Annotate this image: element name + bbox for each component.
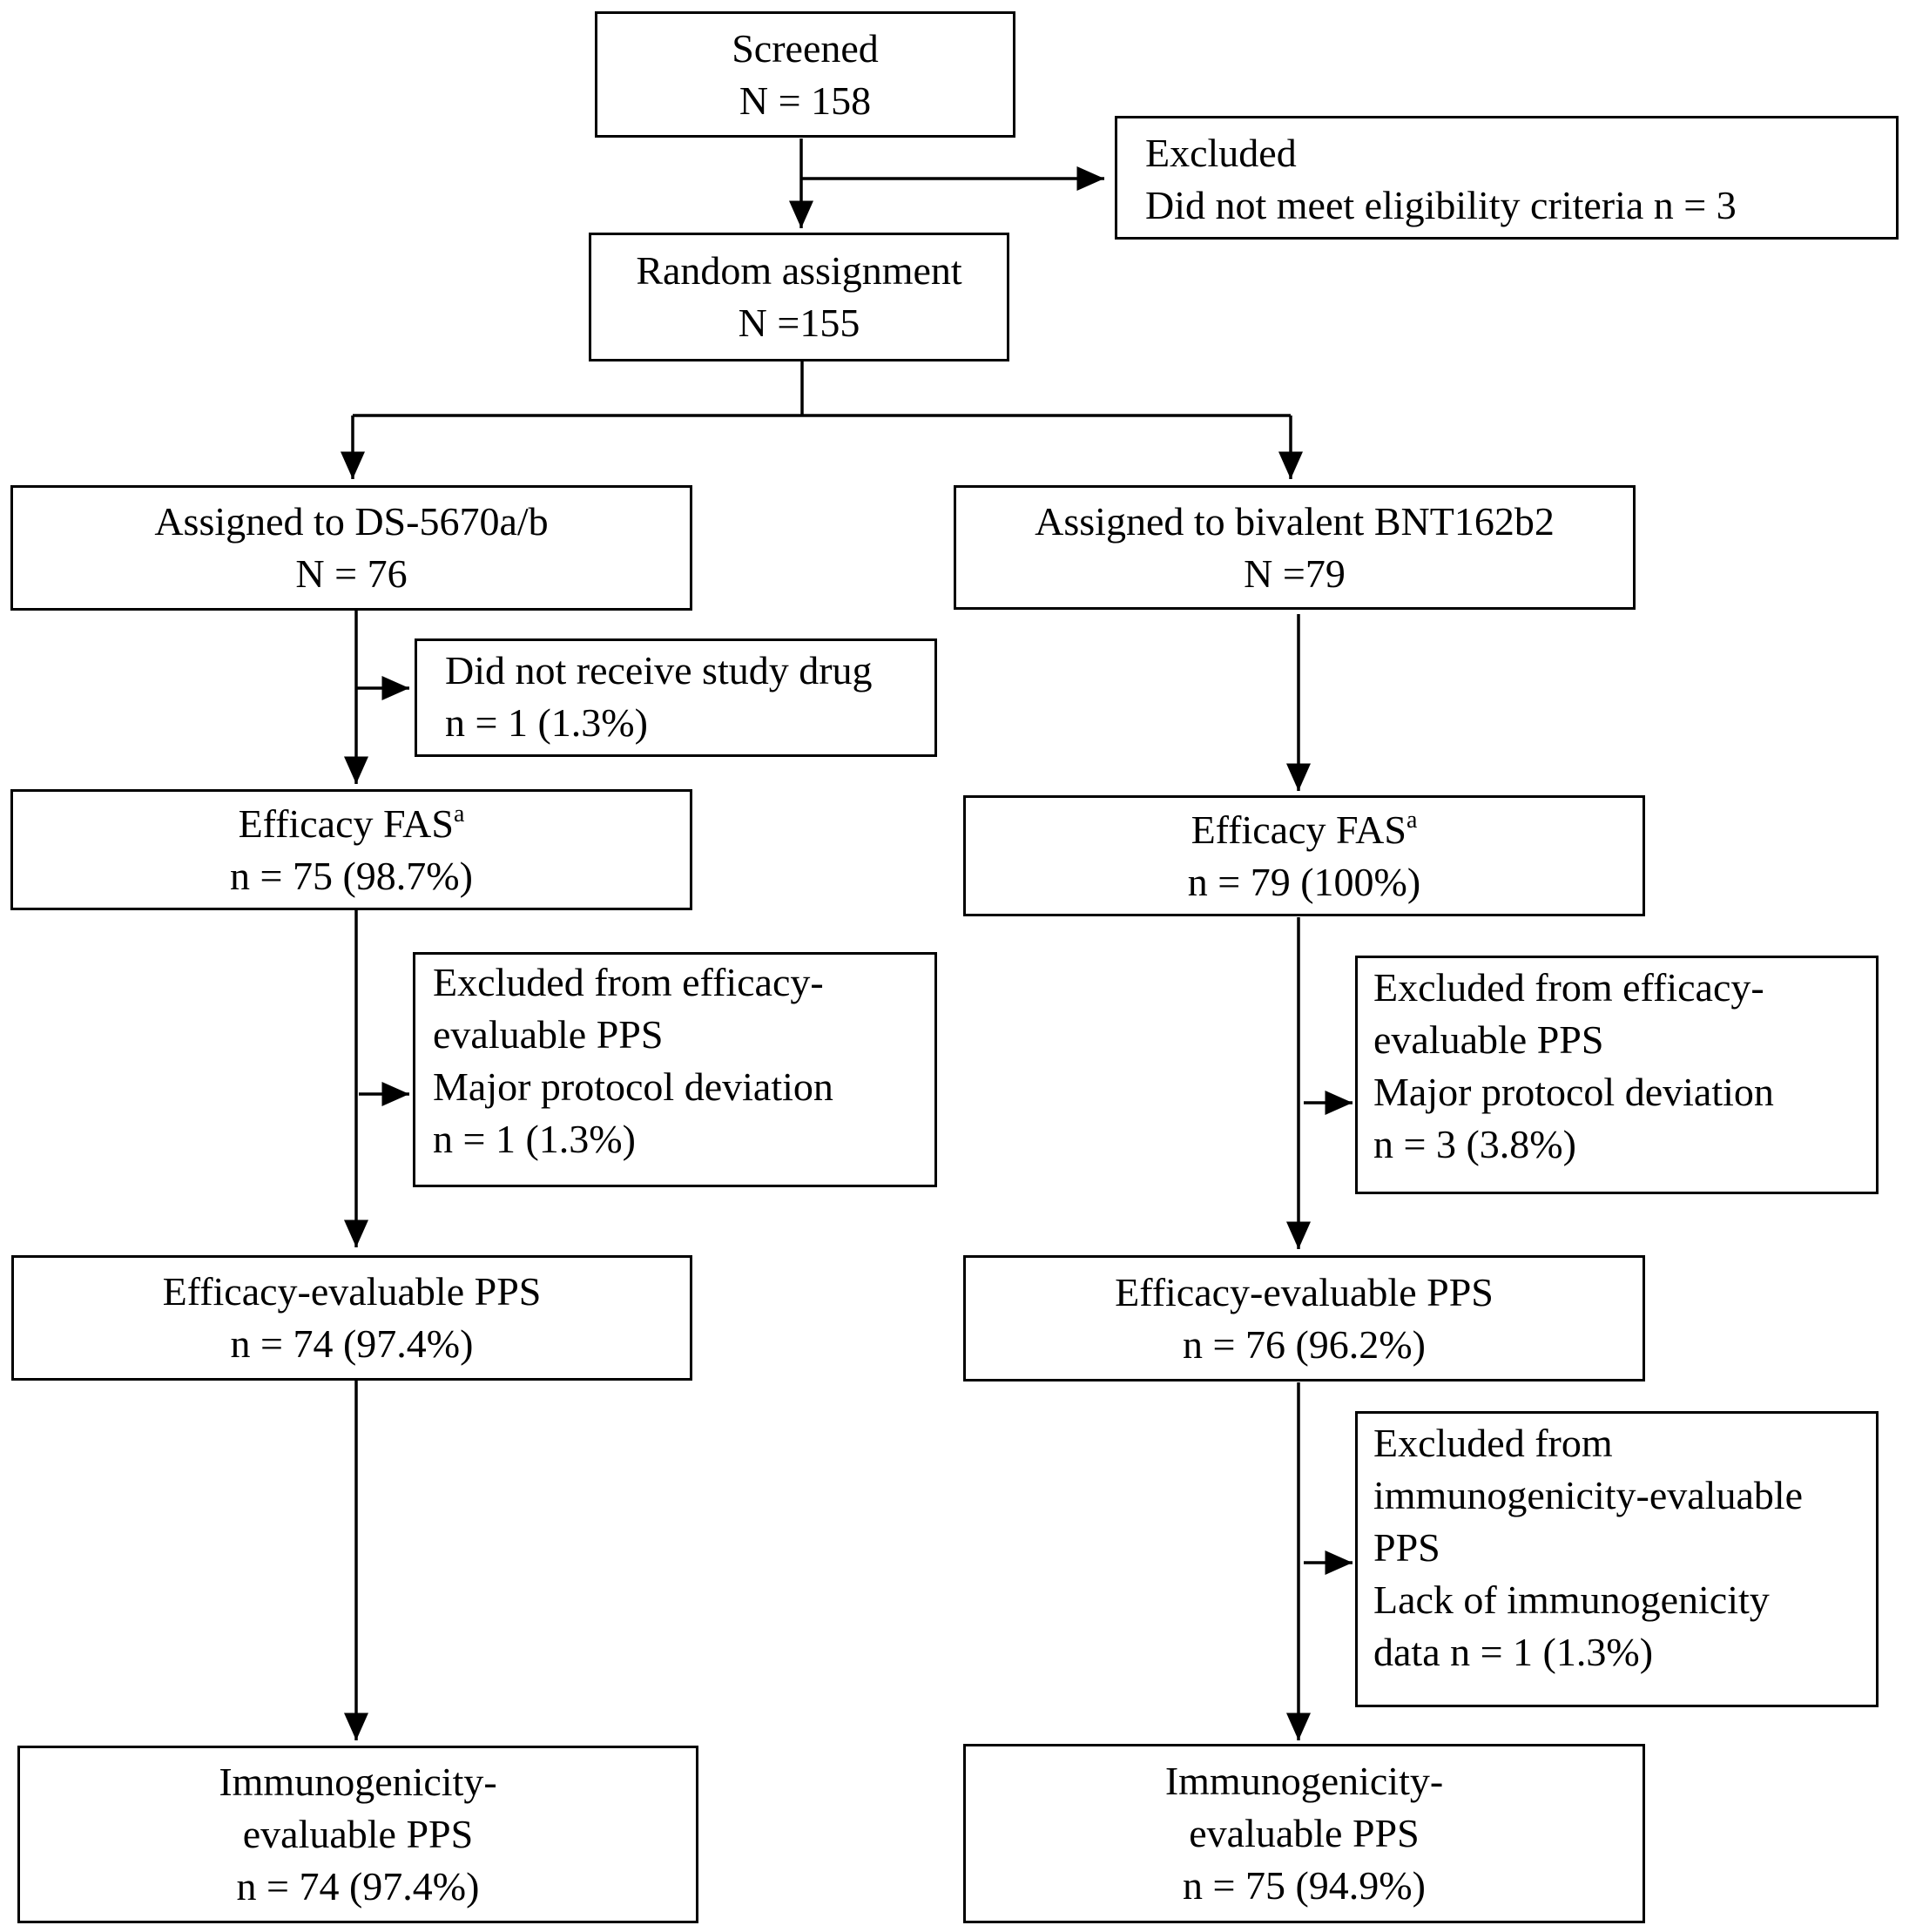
random-assignment-count: N =155 (738, 301, 860, 345)
ds-immuno-pps-line1: Immunogenicity- (219, 1760, 497, 1804)
ds-assigned-title: Assigned to DS-5670a/b (154, 499, 549, 544)
bnt-excluded-efficacy-box: Excluded from efficacy- evaluable PPS Ma… (1355, 956, 1879, 1194)
ds-excluded-efficacy-line2: evaluable PPS (433, 1012, 664, 1057)
footnote-marker: a (453, 800, 465, 828)
bnt-assigned-count: N =79 (1244, 551, 1346, 596)
bnt-efficacy-fas-title: Efficacy FASa (1191, 806, 1418, 852)
bnt-immuno-pps-line1: Immunogenicity- (1164, 1759, 1444, 1803)
bnt-excluded-immuno-line1: Excluded from (1373, 1421, 1613, 1465)
bnt-efficacy-pps-title: Efficacy-evaluable PPS (1115, 1269, 1494, 1314)
ds-not-received-box: Did not receive study drug n = 1 (1.3%) (415, 638, 937, 757)
ds-immuno-pps-count: n = 74 (97.4%) (236, 1864, 480, 1908)
bnt-immuno-pps-box: Immunogenicity- evaluable PPS n = 75 (94… (963, 1744, 1645, 1923)
bnt-efficacy-fas-count: n = 79 (100%) (1187, 859, 1421, 904)
bnt-immuno-pps-count: n = 75 (94.9%) (1183, 1863, 1426, 1908)
ds-efficacy-fas-title: Efficacy FASa (238, 800, 465, 846)
ds-efficacy-pps-box: Efficacy-evaluable PPS n = 74 (97.4%) (11, 1255, 692, 1381)
bnt-excluded-immuno-box: Excluded from immunogenicity-evaluable P… (1355, 1411, 1879, 1707)
bnt-excluded-immuno-line5: data n = 1 (1.3%) (1373, 1630, 1654, 1674)
excluded-reason: Did not meet eligibility criteria n = 3 (1145, 183, 1737, 227)
bnt-immuno-pps-line2: evaluable PPS (1189, 1811, 1420, 1855)
ds-efficacy-pps-title: Efficacy-evaluable PPS (162, 1269, 542, 1314)
ds-not-received-reason: Did not receive study drug (445, 648, 873, 692)
bnt-assigned-box: Assigned to bivalent BNT162b2 N =79 (954, 485, 1636, 610)
screened-count: N = 158 (739, 78, 872, 123)
footnote-marker: a (1406, 806, 1418, 834)
ds-efficacy-fas-count: n = 75 (98.7%) (230, 853, 473, 898)
ds-immuno-pps-box: Immunogenicity- evaluable PPS n = 74 (97… (17, 1746, 698, 1923)
bnt-excluded-immuno-line2: immunogenicity-evaluable (1373, 1473, 1804, 1517)
bnt-excluded-immuno-line3: PPS (1373, 1525, 1440, 1570)
ds-not-received-count: n = 1 (1.3%) (445, 700, 648, 745)
bnt-excluded-efficacy-line4: n = 3 (3.8%) (1373, 1122, 1576, 1166)
random-assignment-box: Random assignment N =155 (589, 233, 1009, 361)
ds-efficacy-fas-box: Efficacy FASa n = 75 (98.7%) (10, 789, 692, 910)
random-assignment-title: Random assignment (636, 248, 962, 293)
ds-efficacy-pps-count: n = 74 (97.4%) (230, 1321, 474, 1366)
excluded-title: Excluded (1145, 131, 1297, 175)
screened-box: Screened N = 158 (595, 11, 1015, 138)
excluded-box: Excluded Did not meet eligibility criter… (1115, 116, 1899, 240)
bnt-excluded-immuno-line4: Lack of immunogenicity (1373, 1577, 1770, 1622)
bnt-excluded-efficacy-line2: evaluable PPS (1373, 1017, 1604, 1062)
ds-assigned-box: Assigned to DS-5670a/b N = 76 (10, 485, 692, 611)
bnt-excluded-efficacy-line3: Major protocol deviation (1373, 1070, 1774, 1114)
bnt-assigned-title: Assigned to bivalent BNT162b2 (1035, 498, 1555, 544)
ds-excluded-efficacy-line4: n = 1 (1.3%) (433, 1117, 636, 1161)
ds-immuno-pps-line2: evaluable PPS (242, 1812, 474, 1856)
ds-excluded-efficacy-box: Excluded from efficacy- evaluable PPS Ma… (413, 952, 937, 1187)
screened-title: Screened (732, 25, 879, 71)
bnt-efficacy-fas-box: Efficacy FASa n = 79 (100%) (963, 795, 1645, 916)
bnt-efficacy-pps-box: Efficacy-evaluable PPS n = 76 (96.2%) (963, 1255, 1645, 1381)
bnt-efficacy-pps-count: n = 76 (96.2%) (1183, 1321, 1426, 1367)
ds-excluded-efficacy-line1: Excluded from efficacy- (433, 960, 824, 1004)
ds-assigned-count: N = 76 (295, 551, 408, 596)
bnt-excluded-efficacy-line1: Excluded from efficacy- (1373, 965, 1764, 1010)
ds-excluded-efficacy-line3: Major protocol deviation (433, 1064, 833, 1109)
